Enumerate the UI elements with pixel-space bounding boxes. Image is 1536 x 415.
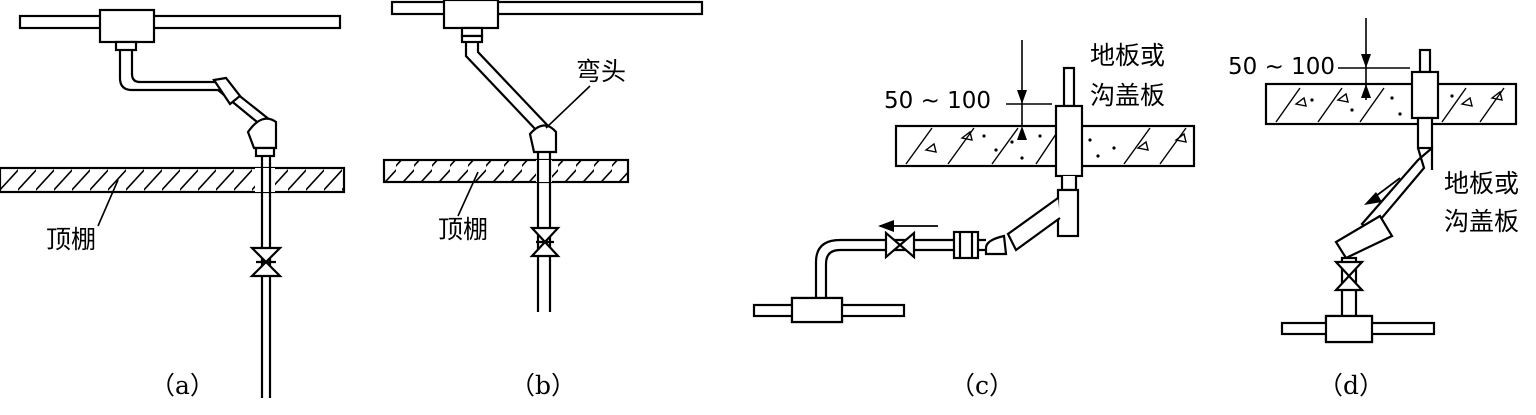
floor-slab-c: [894, 124, 1196, 168]
caption-b: （b）: [510, 371, 576, 400]
valve-c: [884, 230, 916, 260]
panel-d: [1280, 48, 1440, 344]
floor-label-c-line1: 地板或: [1090, 41, 1165, 70]
dimension-text-d: 50 ~ 100: [1228, 54, 1335, 80]
valve-d: [1333, 260, 1365, 292]
floor-label-c-line2: 沟盖板: [1090, 81, 1165, 110]
riser-pipe-top-c: [1062, 66, 1076, 108]
union-c: [952, 230, 980, 260]
elbow-fitting-a2: [246, 117, 278, 150]
concrete-texture-d: [1275, 87, 1505, 123]
tee-neck-a: [114, 40, 138, 52]
pipe-drop-d: [1416, 116, 1434, 150]
concrete-texture-c: [905, 127, 1187, 165]
floor-label-d-line2: 沟盖板: [1444, 207, 1519, 236]
elbow-c: [984, 234, 1008, 256]
leader-line-b-elbow: [545, 85, 591, 129]
panel-a: [18, 8, 342, 398]
ceiling-label-a: 顶棚: [46, 225, 96, 254]
floor-label-d-line1: 地板或: [1444, 169, 1519, 198]
tee-neck-b: [460, 26, 484, 38]
leader-line-a: [97, 179, 119, 227]
concrete-dots-c: [982, 134, 1116, 160]
caption-d: （d）: [1318, 371, 1384, 400]
floor-slab-d: [1264, 82, 1518, 126]
tee-c: [1056, 188, 1080, 238]
main-pipe-b: [390, 0, 704, 16]
leader-line-b-ceiling: [457, 171, 479, 217]
caption-a: （a）: [150, 371, 215, 400]
tee-fitting-b: [442, 0, 500, 30]
branch-angle-c: [1006, 197, 1061, 252]
elbow-fitting-b: [528, 124, 558, 154]
sleeve-d: [1410, 70, 1440, 120]
panel-b: [390, 0, 704, 312]
dimension-text-c: 50 ~ 100: [884, 88, 991, 114]
branch-pipe-a: [118, 50, 272, 398]
panel-c: [752, 66, 1084, 324]
pipe-socket-a: [254, 146, 276, 158]
main-pipe-a: [18, 14, 342, 30]
ceiling-slab-b: [382, 158, 630, 184]
pipe-socket-b: [460, 34, 484, 44]
concrete-dots-d: [1310, 94, 1454, 116]
elbow-label-b: 弯头: [576, 57, 626, 86]
ceiling-slab-a: [0, 166, 346, 194]
riser-pipe-top-d: [1418, 48, 1432, 74]
caption-c: （c）: [950, 371, 1014, 400]
horizontal-pipe-c: [814, 238, 986, 306]
tee-fitting-a: [98, 8, 156, 44]
branch-angle-d: [1360, 145, 1434, 234]
pipe-drop-c: [1060, 176, 1078, 192]
elbow-fitting-a1: [212, 76, 242, 106]
ceiling-label-b: 顶棚: [438, 215, 488, 244]
sleeve-c: [1054, 104, 1084, 178]
